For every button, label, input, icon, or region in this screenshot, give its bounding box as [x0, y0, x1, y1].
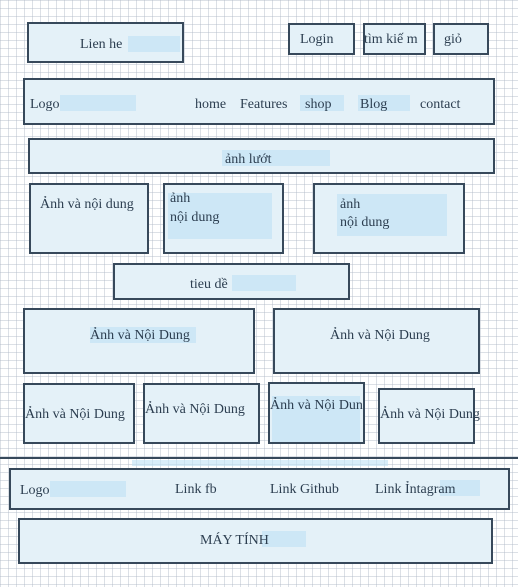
contact-highlight [128, 36, 180, 52]
cart-button[interactable] [433, 23, 489, 55]
nav-link-blog[interactable]: Blog [360, 97, 388, 112]
content-card-small-3-highlight [272, 396, 360, 442]
footer-logo-highlight [50, 481, 126, 497]
feature-card-2-line1: ảnh [170, 191, 191, 206]
nav-shop-highlight [300, 95, 344, 111]
footer-divider-highlight [132, 460, 388, 466]
footer-link-facebook[interactable]: Link fb [175, 482, 217, 497]
content-card-large-1-highlight [90, 327, 196, 343]
content-card-small-2-text: Ảnh và Nội Dung [145, 402, 245, 417]
nav-link-features[interactable]: Features [240, 97, 288, 112]
slider-highlight [222, 150, 330, 166]
section-title-highlight [232, 275, 296, 291]
content-card-small-3-text: Ảnh và Nội Dung [270, 398, 363, 413]
feature-card-3-line1: ảnh [340, 197, 361, 212]
nav-link-home[interactable]: home [195, 97, 227, 112]
slider-label: ảnh lướt [225, 152, 272, 167]
feature-card-1-text: Ảnh và nội dung [40, 197, 134, 212]
footer-divider [0, 457, 518, 459]
content-card-large-2 [273, 308, 480, 374]
section-title-box [113, 263, 350, 300]
nav-link-contact[interactable]: contact [420, 97, 461, 112]
content-card-small-1 [23, 383, 135, 444]
nav-logo[interactable]: Logo [30, 97, 60, 112]
feature-card-2-line2: nội dung [170, 210, 220, 225]
contact-label: Lien he [80, 37, 123, 52]
footer-link-github[interactable]: Link Github [270, 482, 339, 497]
feature-card-1 [29, 183, 149, 254]
footer-logo[interactable]: Logo [20, 483, 50, 498]
bottom-bar-label: MÁY TÍNH [200, 533, 269, 548]
feature-card-3-highlight [337, 194, 447, 236]
content-card-large-2-text: Ảnh và Nội Dung [330, 328, 430, 343]
nav-logo-highlight [60, 95, 136, 111]
cart-label: giỏ [444, 32, 462, 47]
content-card-small-2 [143, 383, 260, 444]
nav-link-shop[interactable]: shop [305, 97, 332, 112]
login-button[interactable] [288, 23, 355, 55]
section-title: tieu dề [190, 277, 228, 292]
login-label: Login [300, 32, 334, 47]
content-card-small-4 [378, 388, 475, 444]
content-card-small-1-text: Ảnh và Nội Dung [25, 407, 125, 422]
bottom-bar-highlight [262, 531, 306, 547]
feature-card-3-line2: nội dung [340, 215, 390, 230]
footer-link-instagram[interactable]: Link Ỉntagram [375, 482, 456, 497]
content-card-large-1-text: Ảnh và Nội Dung [90, 328, 190, 343]
search-button[interactable] [363, 23, 426, 55]
footer-instagram-highlight [440, 480, 480, 496]
bottom-bar [18, 518, 493, 564]
nav-blog-highlight [358, 95, 410, 111]
search-label: tìm kiế m [364, 32, 418, 47]
feature-card-2-highlight [168, 193, 272, 239]
content-card-small-4-text: Ảnh và Nội Dung [380, 407, 480, 422]
